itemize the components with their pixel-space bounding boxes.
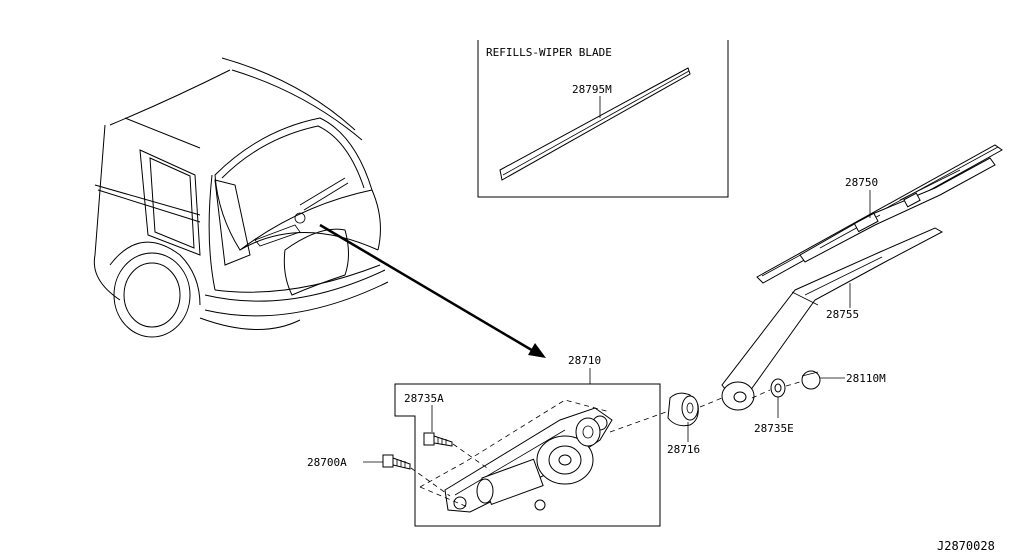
cap-and-nut: 28110M 28735E [751, 370, 886, 435]
bolt-28700a: 28700A [307, 454, 451, 497]
wiper-blade: 28750 [756, 144, 1003, 284]
inset-title: REFILLS-WIPER BLADE [486, 46, 612, 59]
label-motor-assy: 28710 [568, 354, 601, 367]
bolt-28735a: 28735A [404, 392, 491, 471]
label-cap: 28110M [846, 372, 886, 385]
label-nut: 28735E [754, 422, 794, 435]
label-arm: 28755 [826, 308, 859, 321]
motor-assembly: 28710 [394, 354, 661, 527]
label-refill: 28795M [572, 83, 612, 96]
label-bolt-a: 28735A [404, 392, 444, 405]
label-grommet: 28716 [667, 443, 700, 456]
vehicle-rear-illustration [93, 57, 546, 358]
label-bolt-b: 28700A [307, 456, 347, 469]
refills-inset: REFILLS-WIPER BLADE 28795M [477, 40, 729, 198]
wiper-arm: 28755 [721, 227, 944, 411]
label-blade: 28750 [845, 176, 878, 189]
drawing-code: J2870028 [937, 539, 995, 553]
grommet: 28716 [609, 392, 723, 456]
